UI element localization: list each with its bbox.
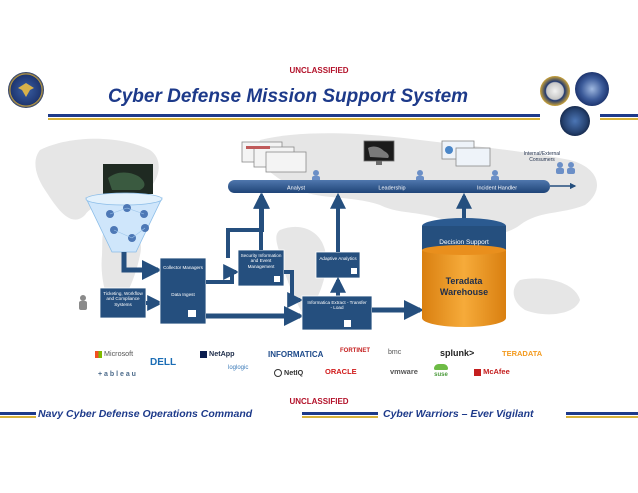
vendor-logo-bmc: bmc [388, 349, 402, 356]
netiq-icon [274, 369, 282, 378]
collector-lock-icon [188, 310, 196, 317]
vendor-logo-dell: DELL [150, 357, 177, 368]
footer-divider-mid [302, 412, 378, 415]
bus-label-incident-handler: Incident Handler [477, 186, 517, 192]
adaptive-analytics-label: Adaptive Analytics [319, 256, 357, 261]
footer-divider-right-gold [566, 416, 638, 418]
incident-handler-screens-icon [441, 140, 491, 167]
consumer-bus-bar [228, 180, 550, 193]
consumers-label: Internal/External Consumers [523, 151, 561, 163]
leadership-screen-icon [363, 140, 395, 165]
footer-divider-right [566, 412, 638, 415]
vendor-logo-vmware: vmware [390, 367, 418, 376]
siem-label: Security Information and Event Managemen… [240, 253, 282, 269]
mcafee-shield-icon [474, 368, 481, 376]
arrow-collector-to-siem [206, 264, 240, 284]
ticketing-user-icon [79, 295, 87, 310]
page-title: Cyber Defense Mission Support System [108, 86, 469, 107]
collector-sub-label: Data Ingest [171, 292, 195, 297]
vendor-logo-microsoft: Microsoft [95, 349, 133, 358]
informatica-etl-box [301, 295, 373, 331]
footer-motto: Cyber Warriors – Ever Vigilant [383, 408, 534, 420]
teradata-warehouse-cylinder [422, 250, 506, 327]
arrow-siem-to-etl [284, 270, 304, 308]
cyber-command-seal-icon [560, 106, 590, 136]
vendor-logo-netapp: NetApp [200, 349, 235, 358]
vendor-logo-tableau: + a b l e a u [98, 371, 136, 378]
arrow-funnel-to-collector [121, 252, 162, 280]
mission-support-diagram: Analyst Leadership Incident Handler Tick… [35, 133, 597, 331]
footer-divider-left [0, 412, 36, 415]
vendor-logo-fortinet: FORTINET [340, 348, 370, 354]
title-divider [48, 114, 540, 117]
vendor-logo-splunk: splunk> [440, 348, 475, 358]
siem-lock-icon [274, 276, 280, 282]
vendor-logo-mcafee: McAfee [474, 367, 510, 376]
ticketing-box [99, 287, 147, 319]
title-divider-right-gold [600, 118, 638, 120]
title-divider-right [600, 114, 638, 117]
ticketing-label: Ticketing, Workflow and Compliance Syste… [103, 291, 143, 307]
microsoft-icon [95, 350, 102, 358]
fleet-cyber-seal-icon [575, 72, 609, 106]
informatica-etl-label: Informatica Extract - Transfer - Load [307, 300, 367, 311]
etl-lock-icon [344, 320, 351, 327]
vendor-logo-netiq: NetIQ [274, 368, 303, 378]
netapp-icon [200, 350, 207, 358]
arrow-collector-to-bus [226, 192, 270, 258]
consumer-user-icon [556, 162, 575, 174]
analyst-screens-icon [241, 141, 307, 173]
vendor-logo-informatica: INFORMATICA [268, 350, 324, 359]
suse-chameleon-icon [434, 364, 448, 370]
bus-label-analyst: Analyst [287, 186, 306, 192]
vendor-logo-oracle: ORACLE [325, 367, 357, 376]
navy-seal-icon [540, 76, 570, 106]
collector-box [159, 257, 207, 325]
title-divider-gold [48, 118, 540, 120]
teradata-warehouse-label: Teradata Warehouse [439, 276, 489, 297]
classification-banner-top: UNCLASSIFIED [289, 66, 349, 75]
adaptive-lock-icon [351, 268, 357, 274]
footer-divider-mid-gold [302, 416, 378, 418]
vendor-logo-loglogic: loglogic [228, 365, 249, 371]
bus-label-leadership: Leadership [378, 186, 405, 192]
collector-label: Collector Managers [163, 265, 203, 270]
vendor-logo-teradata: TERADATA [502, 349, 543, 358]
footer-divider-left-gold [0, 416, 36, 418]
vendor-logo-suse: suse [434, 364, 448, 378]
footer-command-name: Navy Cyber Defense Operations Command [38, 408, 253, 420]
ncdoc-seal-icon [8, 72, 44, 108]
classification-banner-bottom: UNCLASSIFIED [289, 397, 349, 406]
decision-support-label: Decision Support [439, 239, 489, 246]
